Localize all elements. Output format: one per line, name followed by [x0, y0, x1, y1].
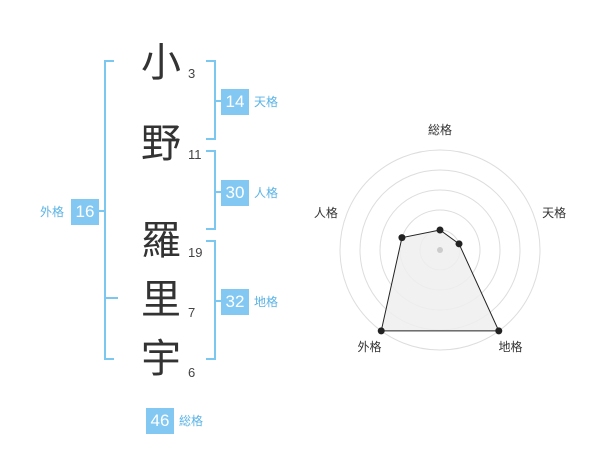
gaikaku-bracket: [104, 60, 114, 360]
gaikaku-value: 16: [71, 199, 99, 225]
radar-center-dot: [437, 247, 443, 253]
name-char-1: 小: [141, 40, 181, 86]
radar-data-area: [380, 229, 500, 332]
stroke-count-4: 7: [188, 305, 196, 320]
jinkaku-bracket: [206, 150, 216, 230]
gaikaku-bracket-stub: [96, 210, 104, 212]
radar-point-2: [455, 240, 463, 248]
name-char-2: 野: [141, 121, 181, 167]
tenkaku-bracket: [206, 60, 216, 140]
jinkaku-value: 30: [221, 180, 249, 206]
name-char-4: 里: [141, 277, 181, 323]
radar-point-4: [377, 327, 385, 335]
radar-axis-label-1: 総格: [428, 122, 452, 137]
chikaku-value: 32: [221, 289, 249, 315]
radar-axis-label-3: 地格: [499, 339, 523, 354]
radar-point-5: [398, 234, 406, 242]
radar-point-1: [436, 226, 444, 234]
radar-grid-ring: [339, 149, 541, 351]
stroke-count-3: 19: [188, 245, 203, 260]
name-char-3: 羅: [141, 218, 181, 264]
radar-axis-label-2: 天格: [542, 205, 566, 220]
stroke-count-1: 3: [188, 66, 196, 81]
chikaku-bracket-stub: [216, 300, 222, 302]
tenkaku-bracket-stub: [216, 100, 222, 102]
soukaku-value: 46: [146, 408, 174, 434]
jinkaku-label: 人格: [254, 186, 279, 200]
radar-point-3: [495, 327, 503, 335]
gaikaku-label: 外格: [40, 205, 65, 219]
tenkaku-label: 天格: [254, 95, 279, 109]
tenkaku-value: 14: [221, 89, 249, 115]
gaikaku-bracket-tick: [104, 297, 118, 299]
stroke-count-2: 11: [188, 147, 202, 162]
radar-axis-label-5: 人格: [314, 205, 338, 220]
chikaku-bracket: [206, 240, 216, 360]
radar-axis-label-4: 外格: [357, 339, 381, 354]
radar-data-points: [377, 226, 503, 335]
chikaku-label: 地格: [254, 295, 279, 309]
jinkaku-bracket-stub: [216, 191, 222, 193]
soukaku-label: 総格: [179, 414, 204, 428]
name-char-5: 宇: [141, 336, 181, 382]
stroke-count-5: 6: [188, 365, 196, 380]
